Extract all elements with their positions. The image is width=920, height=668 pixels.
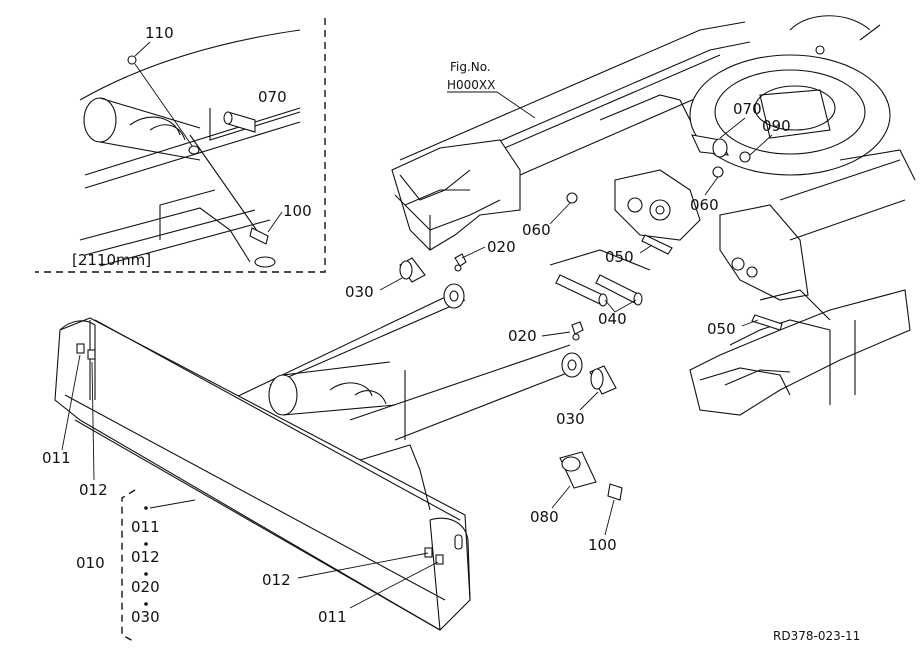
callout-060-b: 060 [690,196,719,214]
assembly-item-030: 030 [131,608,160,626]
dozer-blade [54,283,583,631]
inset-label-100: 100 [283,202,312,220]
assembly-bracket [121,489,196,643]
callout-050-b: 050 [707,320,736,338]
fig-number-label: Fig.No. [450,60,491,74]
callout-020-b: 020 [508,327,537,345]
machine-frame [391,15,916,416]
callout-011-b: 011 [318,608,347,626]
callout-030-b: 030 [556,410,585,428]
drawing-code: RD378-023-11 [773,629,860,643]
callout-070: 070 [733,100,762,118]
assembly-item-011: 011 [131,518,160,536]
callout-020-a: 020 [487,238,516,256]
callout-030-a: 030 [345,283,374,301]
callout-060-a: 060 [522,221,551,239]
callout-040: 040 [598,310,627,328]
inset-label-110: 110 [145,24,174,42]
assembly-item-020: 020 [131,578,160,596]
inset-label-070: 070 [258,88,287,106]
callout-050-a: 050 [605,248,634,266]
callout-080: 080 [530,508,559,526]
assembly-item-012: 012 [131,548,160,566]
fig-number-code: H000XX [447,78,495,92]
callout-090: 090 [762,117,791,135]
inset-border [35,18,326,273]
detail-inset [35,18,326,273]
callout-012-a: 012 [79,481,108,499]
size-label: [2110mm] [72,251,151,269]
callout-012-b: 012 [262,571,291,589]
callout-100: 100 [588,536,617,554]
callout-011-a: 011 [42,449,71,467]
callout-010: 010 [76,554,105,572]
small-parts [399,134,783,501]
